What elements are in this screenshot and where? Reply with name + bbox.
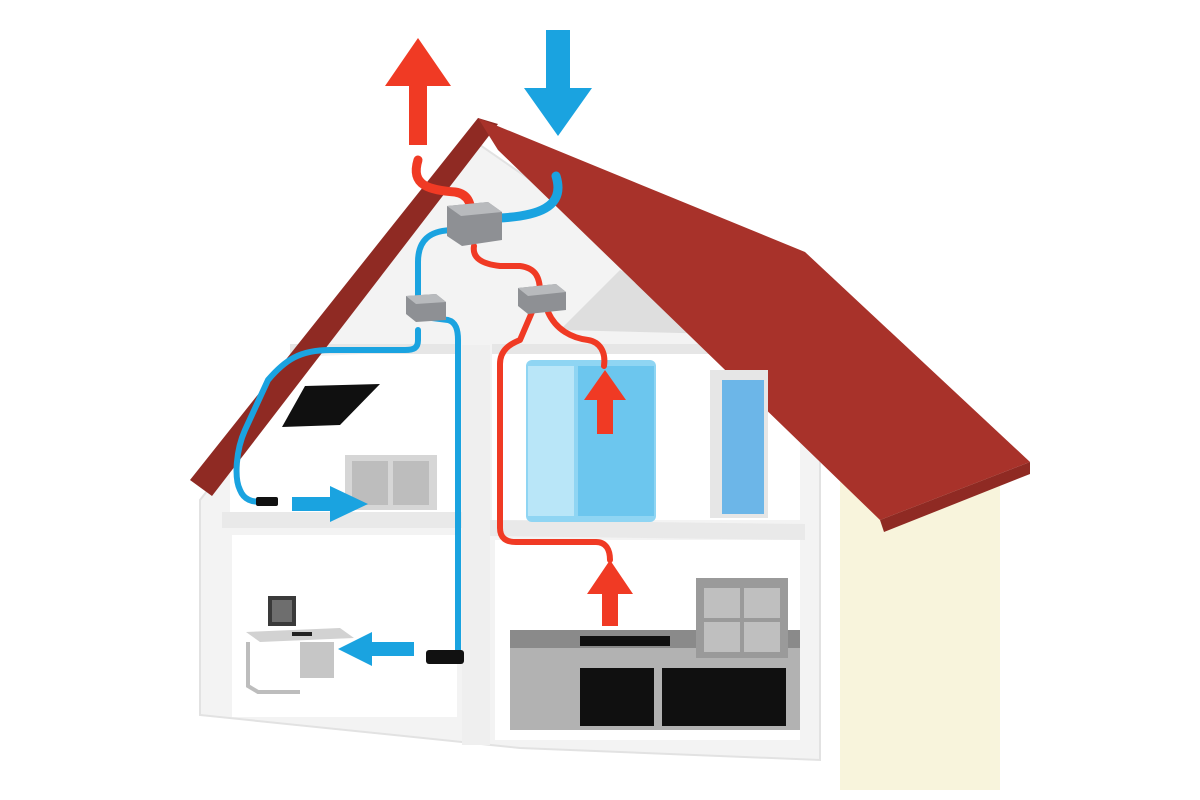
roof-window-icon [282, 384, 380, 427]
window-glass [722, 380, 764, 514]
roof-front-edge [190, 118, 498, 496]
supply-arrow-lower-icon [338, 632, 414, 666]
supply-arrow-upper-icon [292, 486, 368, 522]
supply-duct-down [429, 315, 461, 657]
floor-vent-icon [426, 650, 464, 664]
fresh-air-arrow-icon [524, 30, 592, 136]
exhaust-duct-kitchen [497, 309, 613, 563]
upper-floor-slab-left [222, 512, 462, 528]
supply-duct-left-upper [233, 327, 421, 505]
exhaust-duct-main [470, 243, 543, 295]
storage-cabinet [345, 455, 437, 510]
attic-floor-right [492, 344, 802, 354]
kitchen-hob-icon [580, 636, 670, 646]
exhaust-air-arrow-icon [385, 38, 451, 145]
exhaust-distribution-box [518, 284, 566, 314]
ceiling-vent-icon [256, 497, 278, 506]
lower-left-room [232, 535, 457, 717]
computer-desk-icon [246, 596, 354, 694]
exhaust-duct-shower [545, 309, 608, 369]
roof-underside [880, 462, 1030, 532]
shower-cabin-icon [526, 360, 656, 522]
kitchen-unit [510, 578, 800, 730]
upper-floor-slab-right [490, 520, 805, 540]
shower-exhaust-arrow-icon [584, 370, 626, 434]
roof [478, 118, 1030, 520]
center-wall [462, 345, 490, 745]
supply-duct-main [415, 227, 457, 299]
kitchen-exhaust-arrow-icon [587, 560, 633, 626]
supply-duct-intake [495, 171, 563, 223]
heat-recovery-unit-icon [447, 202, 502, 246]
supply-distribution-box [406, 294, 446, 322]
